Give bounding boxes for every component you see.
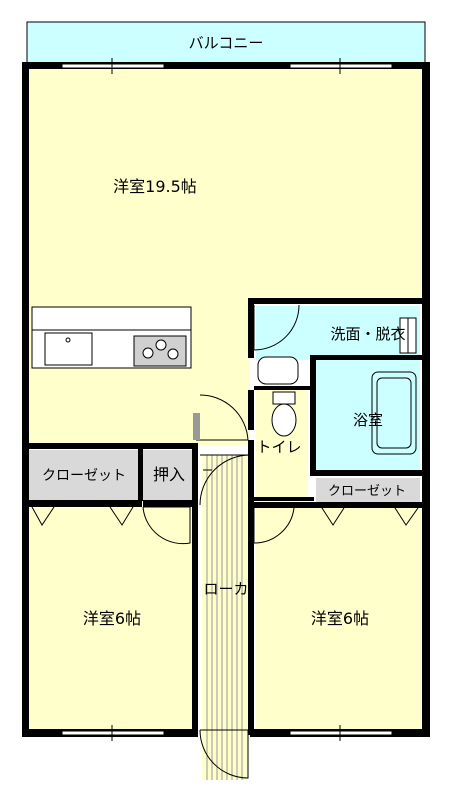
kitchen-counter bbox=[31, 306, 192, 369]
pillar bbox=[193, 413, 200, 440]
corridor-label: ローカ bbox=[203, 580, 248, 598]
toilet-label: トイレ bbox=[256, 438, 301, 456]
washroom-label: 洗面・脱衣 bbox=[330, 325, 405, 343]
toilet-icon bbox=[257, 356, 299, 437]
closet-left bbox=[29, 450, 138, 500]
closet-left-label: クローゼット bbox=[42, 468, 126, 484]
room-left bbox=[29, 508, 192, 729]
balcony bbox=[26, 21, 426, 65]
room-left-label: 洋室6帖 bbox=[83, 609, 141, 628]
windows bbox=[61, 63, 393, 736]
oshiire-label: 押入 bbox=[153, 465, 185, 484]
corridor bbox=[202, 455, 248, 780]
closet-right bbox=[316, 478, 420, 502]
closet-doors bbox=[31, 506, 419, 526]
living-room-label: 洋室19.5帖 bbox=[113, 177, 197, 196]
oshiire-closet bbox=[143, 450, 193, 500]
bath-label: 浴室 bbox=[353, 411, 383, 429]
room-right bbox=[256, 508, 421, 729]
room-right-label: 洋室6帖 bbox=[311, 609, 369, 628]
balcony-label: バルコニー bbox=[189, 34, 264, 52]
bathtub-icon bbox=[371, 371, 417, 455]
door-swings bbox=[142, 304, 300, 779]
closet-right-label: クローゼット bbox=[328, 484, 406, 499]
washroom bbox=[256, 306, 420, 360]
